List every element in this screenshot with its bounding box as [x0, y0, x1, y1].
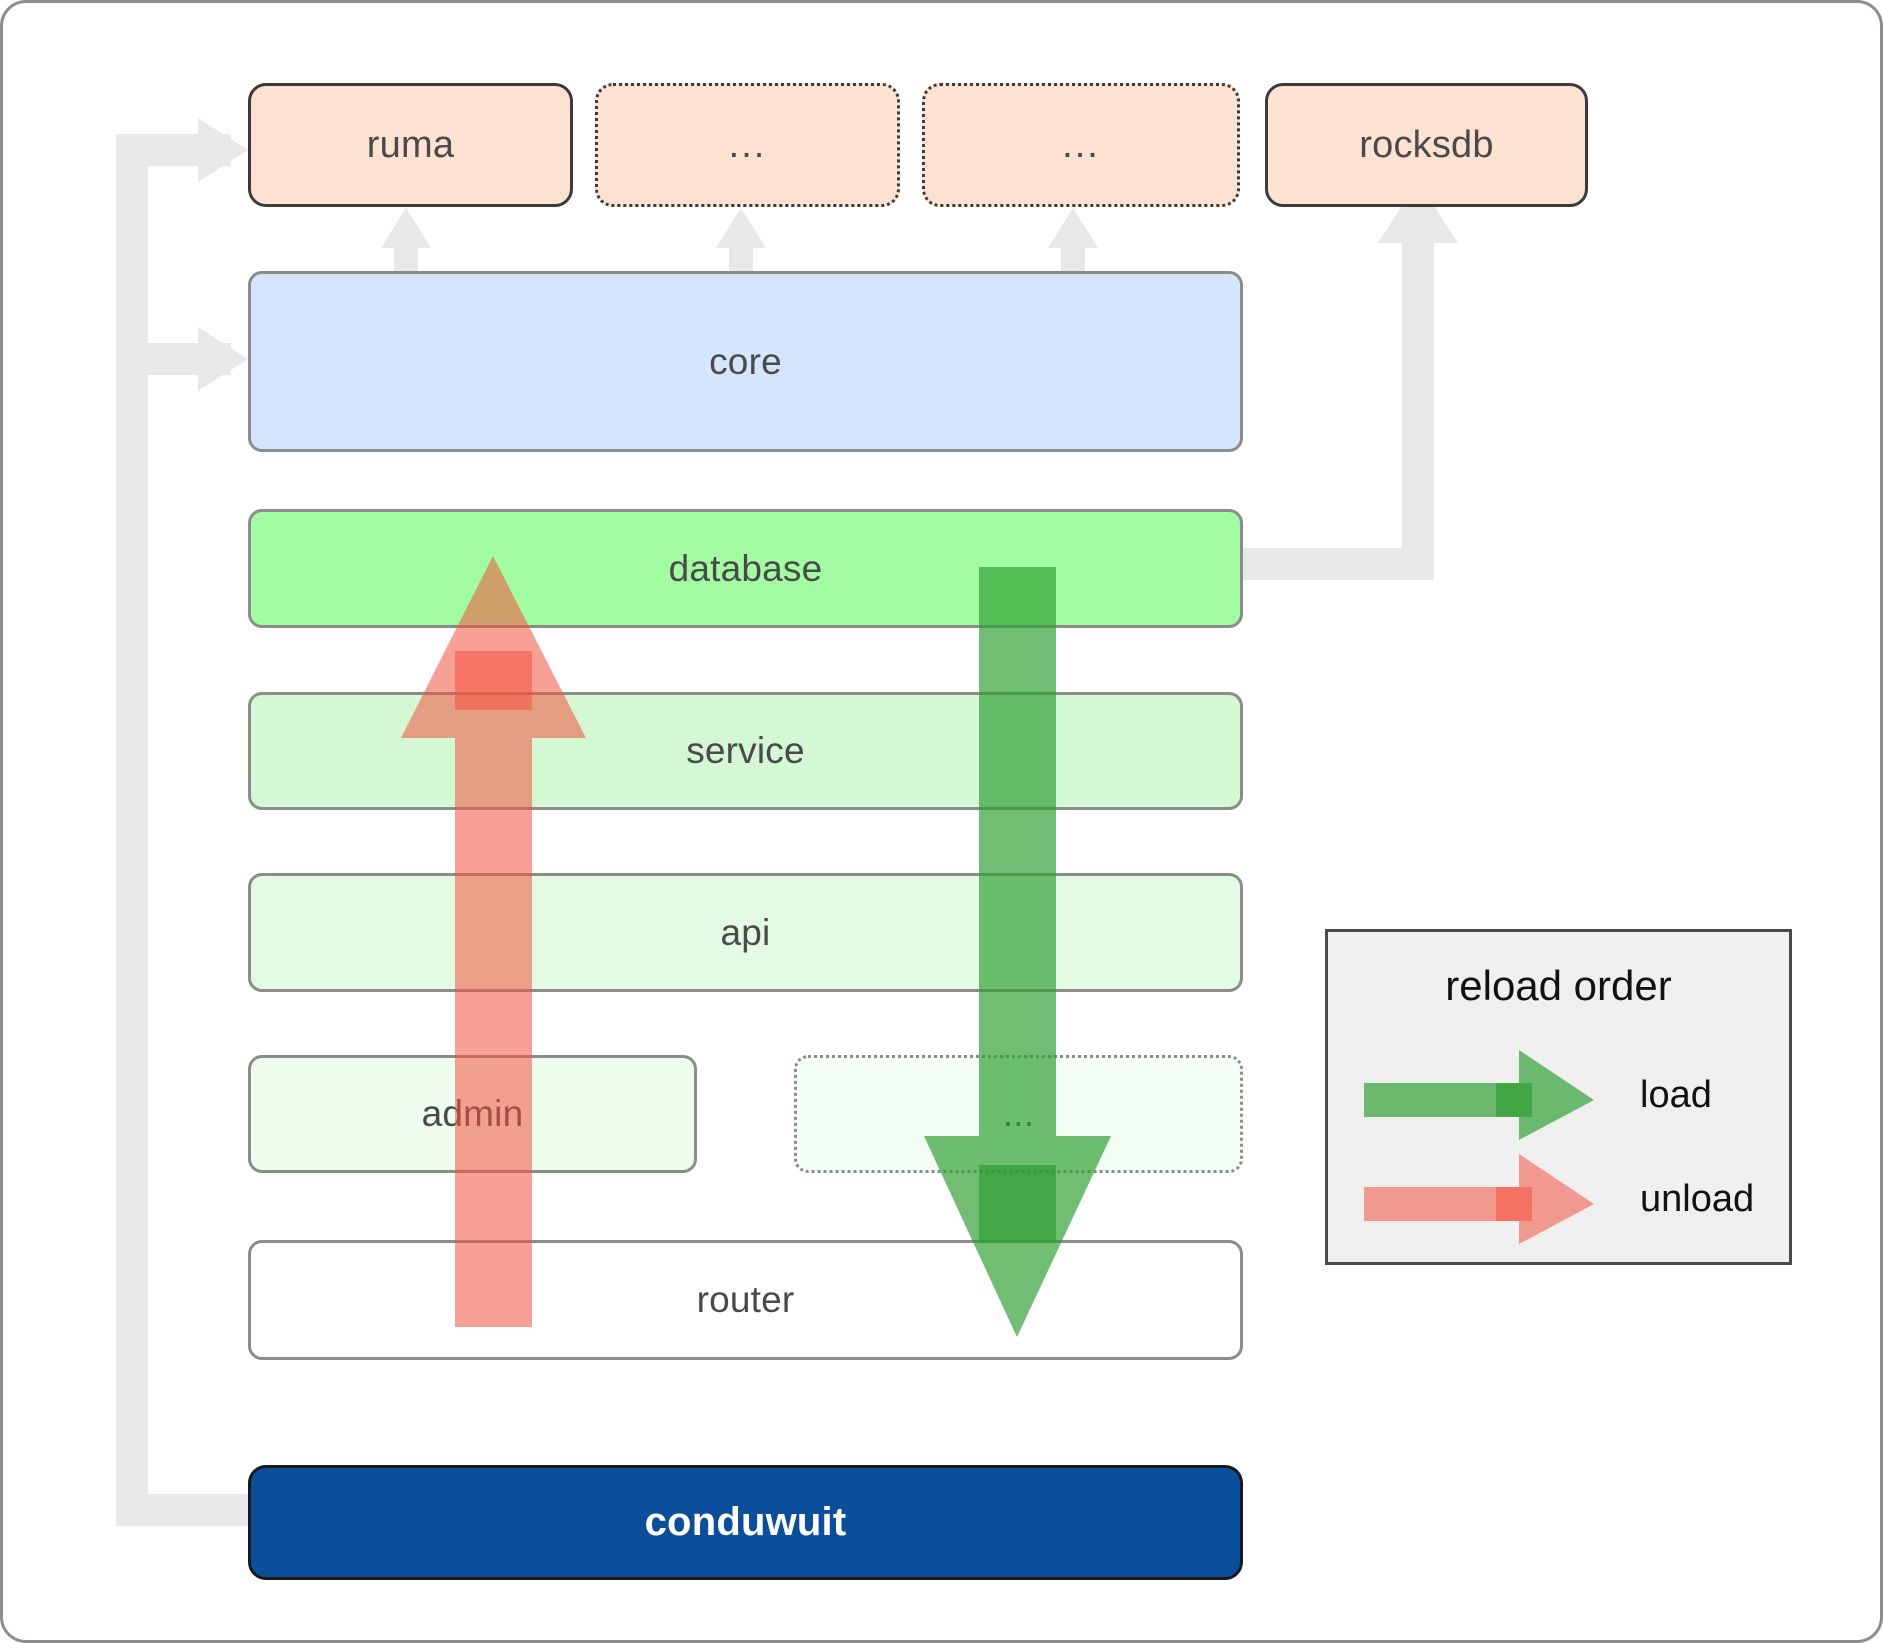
layer-label: router	[696, 1279, 795, 1320]
reload-arrows-layer	[401, 556, 1111, 1337]
legend-unload-arrow-icon	[1364, 1154, 1594, 1244]
layer-box-ellipsis[interactable]: ...	[794, 1055, 1243, 1173]
dependency-box-ruma[interactable]: ruma	[248, 83, 573, 207]
binary-box-conduwuit[interactable]: conduwuit	[248, 1465, 1243, 1580]
dependency-box-ellipsis-2[interactable]: ...	[922, 83, 1240, 207]
dependency-label: ...	[728, 123, 767, 166]
layer-label: database	[668, 547, 823, 589]
dependency-box-rocksdb[interactable]: rocksdb	[1265, 83, 1588, 207]
layer-label: core	[709, 340, 782, 382]
layer-label: ...	[1002, 1093, 1035, 1134]
dependency-label: ...	[1062, 123, 1100, 166]
layer-label: api	[720, 911, 771, 953]
dependency-label: ruma	[366, 123, 455, 166]
dependency-box-ellipsis-1[interactable]: ...	[595, 83, 900, 207]
binary-label: conduwuit	[644, 1500, 847, 1544]
legend-panel: reload order load unload	[1325, 929, 1792, 1265]
legend-load-arrow-icon	[1364, 1050, 1594, 1140]
layer-box-core[interactable]: core	[248, 271, 1243, 452]
legend-label-unload: unload	[1640, 1178, 1755, 1220]
link-arrowhead-core	[133, 327, 248, 391]
layer-box-admin[interactable]: admin	[248, 1055, 697, 1173]
link-conduwuit-to-ruma-and-core	[116, 134, 251, 1526]
legend-title: reload order	[1445, 962, 1672, 1009]
legend-label-load: load	[1640, 1074, 1712, 1116]
layer-box-router[interactable]: router	[248, 1240, 1243, 1360]
dependency-label: rocksdb	[1359, 123, 1494, 166]
layer-box-api[interactable]: api	[248, 873, 1243, 992]
layer-box-service[interactable]: service	[248, 692, 1243, 810]
dependency-links-layer	[116, 118, 1458, 1526]
layer-box-database[interactable]: database	[248, 509, 1243, 628]
link-database-to-rocksdb	[1238, 207, 1434, 580]
layer-label: service	[686, 730, 805, 771]
layer-label: admin	[421, 1093, 524, 1134]
link-arrowhead-ruma	[133, 118, 248, 182]
